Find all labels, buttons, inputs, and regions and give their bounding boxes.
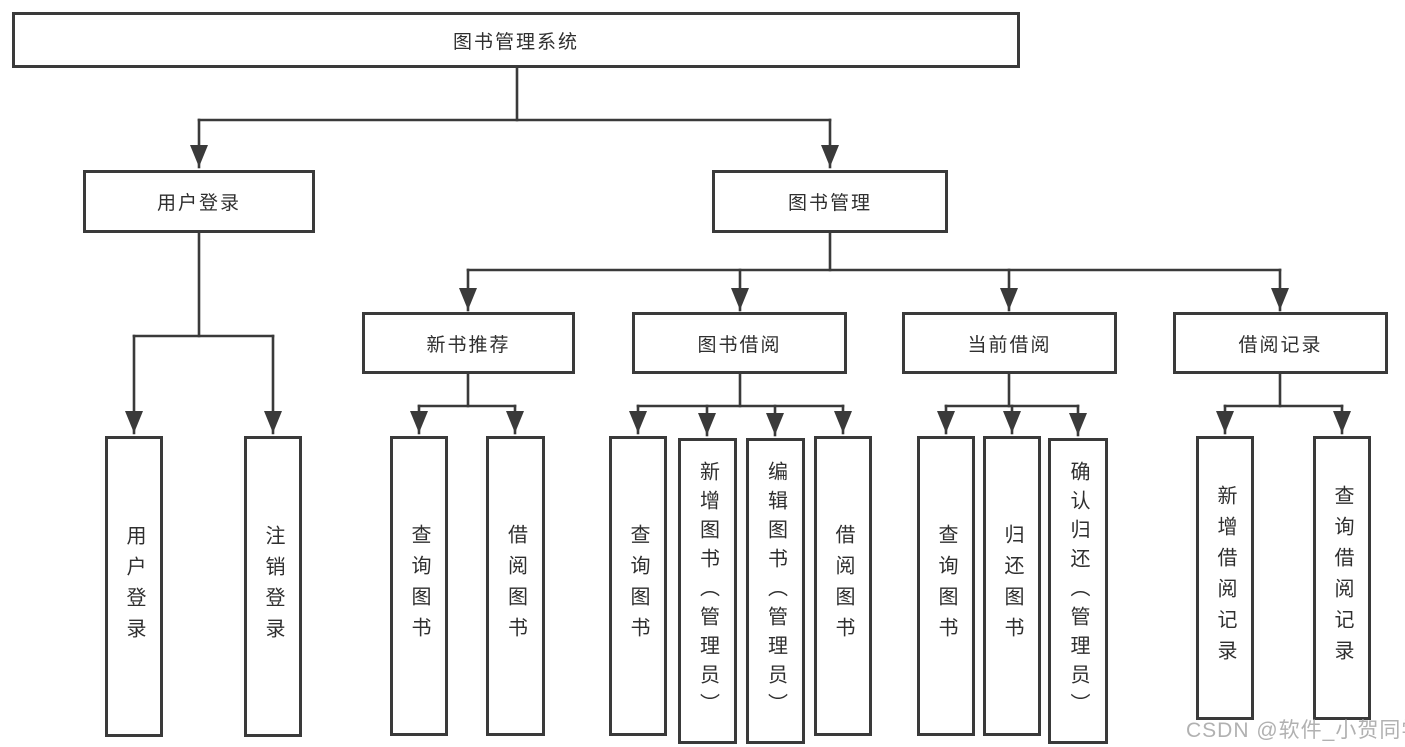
connector-borrow-record-children [1216, 371, 1351, 435]
connector-user-login-children [125, 230, 282, 435]
leaf-confirm-return-admin: 确认归还（管理员） [1048, 438, 1108, 744]
connector-current-borrow-children [937, 371, 1087, 437]
leaf-add-borrow-record: 新增借阅记录 [1196, 436, 1254, 720]
node-book-borrow: 图书借阅 [632, 312, 847, 374]
leaf-add-book-admin: 新增图书（管理员） [678, 438, 737, 744]
leaf-query-book-recommend: 查询图书 [390, 436, 448, 736]
leaf-user-login: 用户登录 [105, 436, 163, 737]
node-book-management: 图书管理 [712, 170, 948, 233]
leaf-borrow-book-borrow: 借阅图书 [814, 436, 872, 736]
connector-root-to-level2 [190, 66, 839, 169]
leaf-query-book-current: 查询图书 [917, 436, 975, 736]
connector-book-management-children [459, 230, 1289, 312]
node-current-borrow: 当前借阅 [902, 312, 1117, 374]
node-new-book-recommend: 新书推荐 [362, 312, 575, 374]
node-user-login: 用户登录 [83, 170, 315, 233]
connector-new-book-children [410, 371, 524, 435]
leaf-query-borrow-record: 查询借阅记录 [1313, 436, 1371, 720]
leaf-borrow-book-recommend: 借阅图书 [486, 436, 545, 736]
leaf-return-book: 归还图书 [983, 436, 1041, 736]
node-root: 图书管理系统 [12, 12, 1020, 68]
leaf-logout-login: 注销登录 [244, 436, 302, 737]
connector-book-borrow-children [629, 371, 852, 437]
node-borrow-record: 借阅记录 [1173, 312, 1388, 374]
leaf-edit-book-admin: 编辑图书（管理员） [746, 438, 805, 744]
watermark: CSDN @软件_小贺同学 [1186, 719, 1405, 742]
leaf-query-book-borrow: 查询图书 [609, 436, 667, 736]
